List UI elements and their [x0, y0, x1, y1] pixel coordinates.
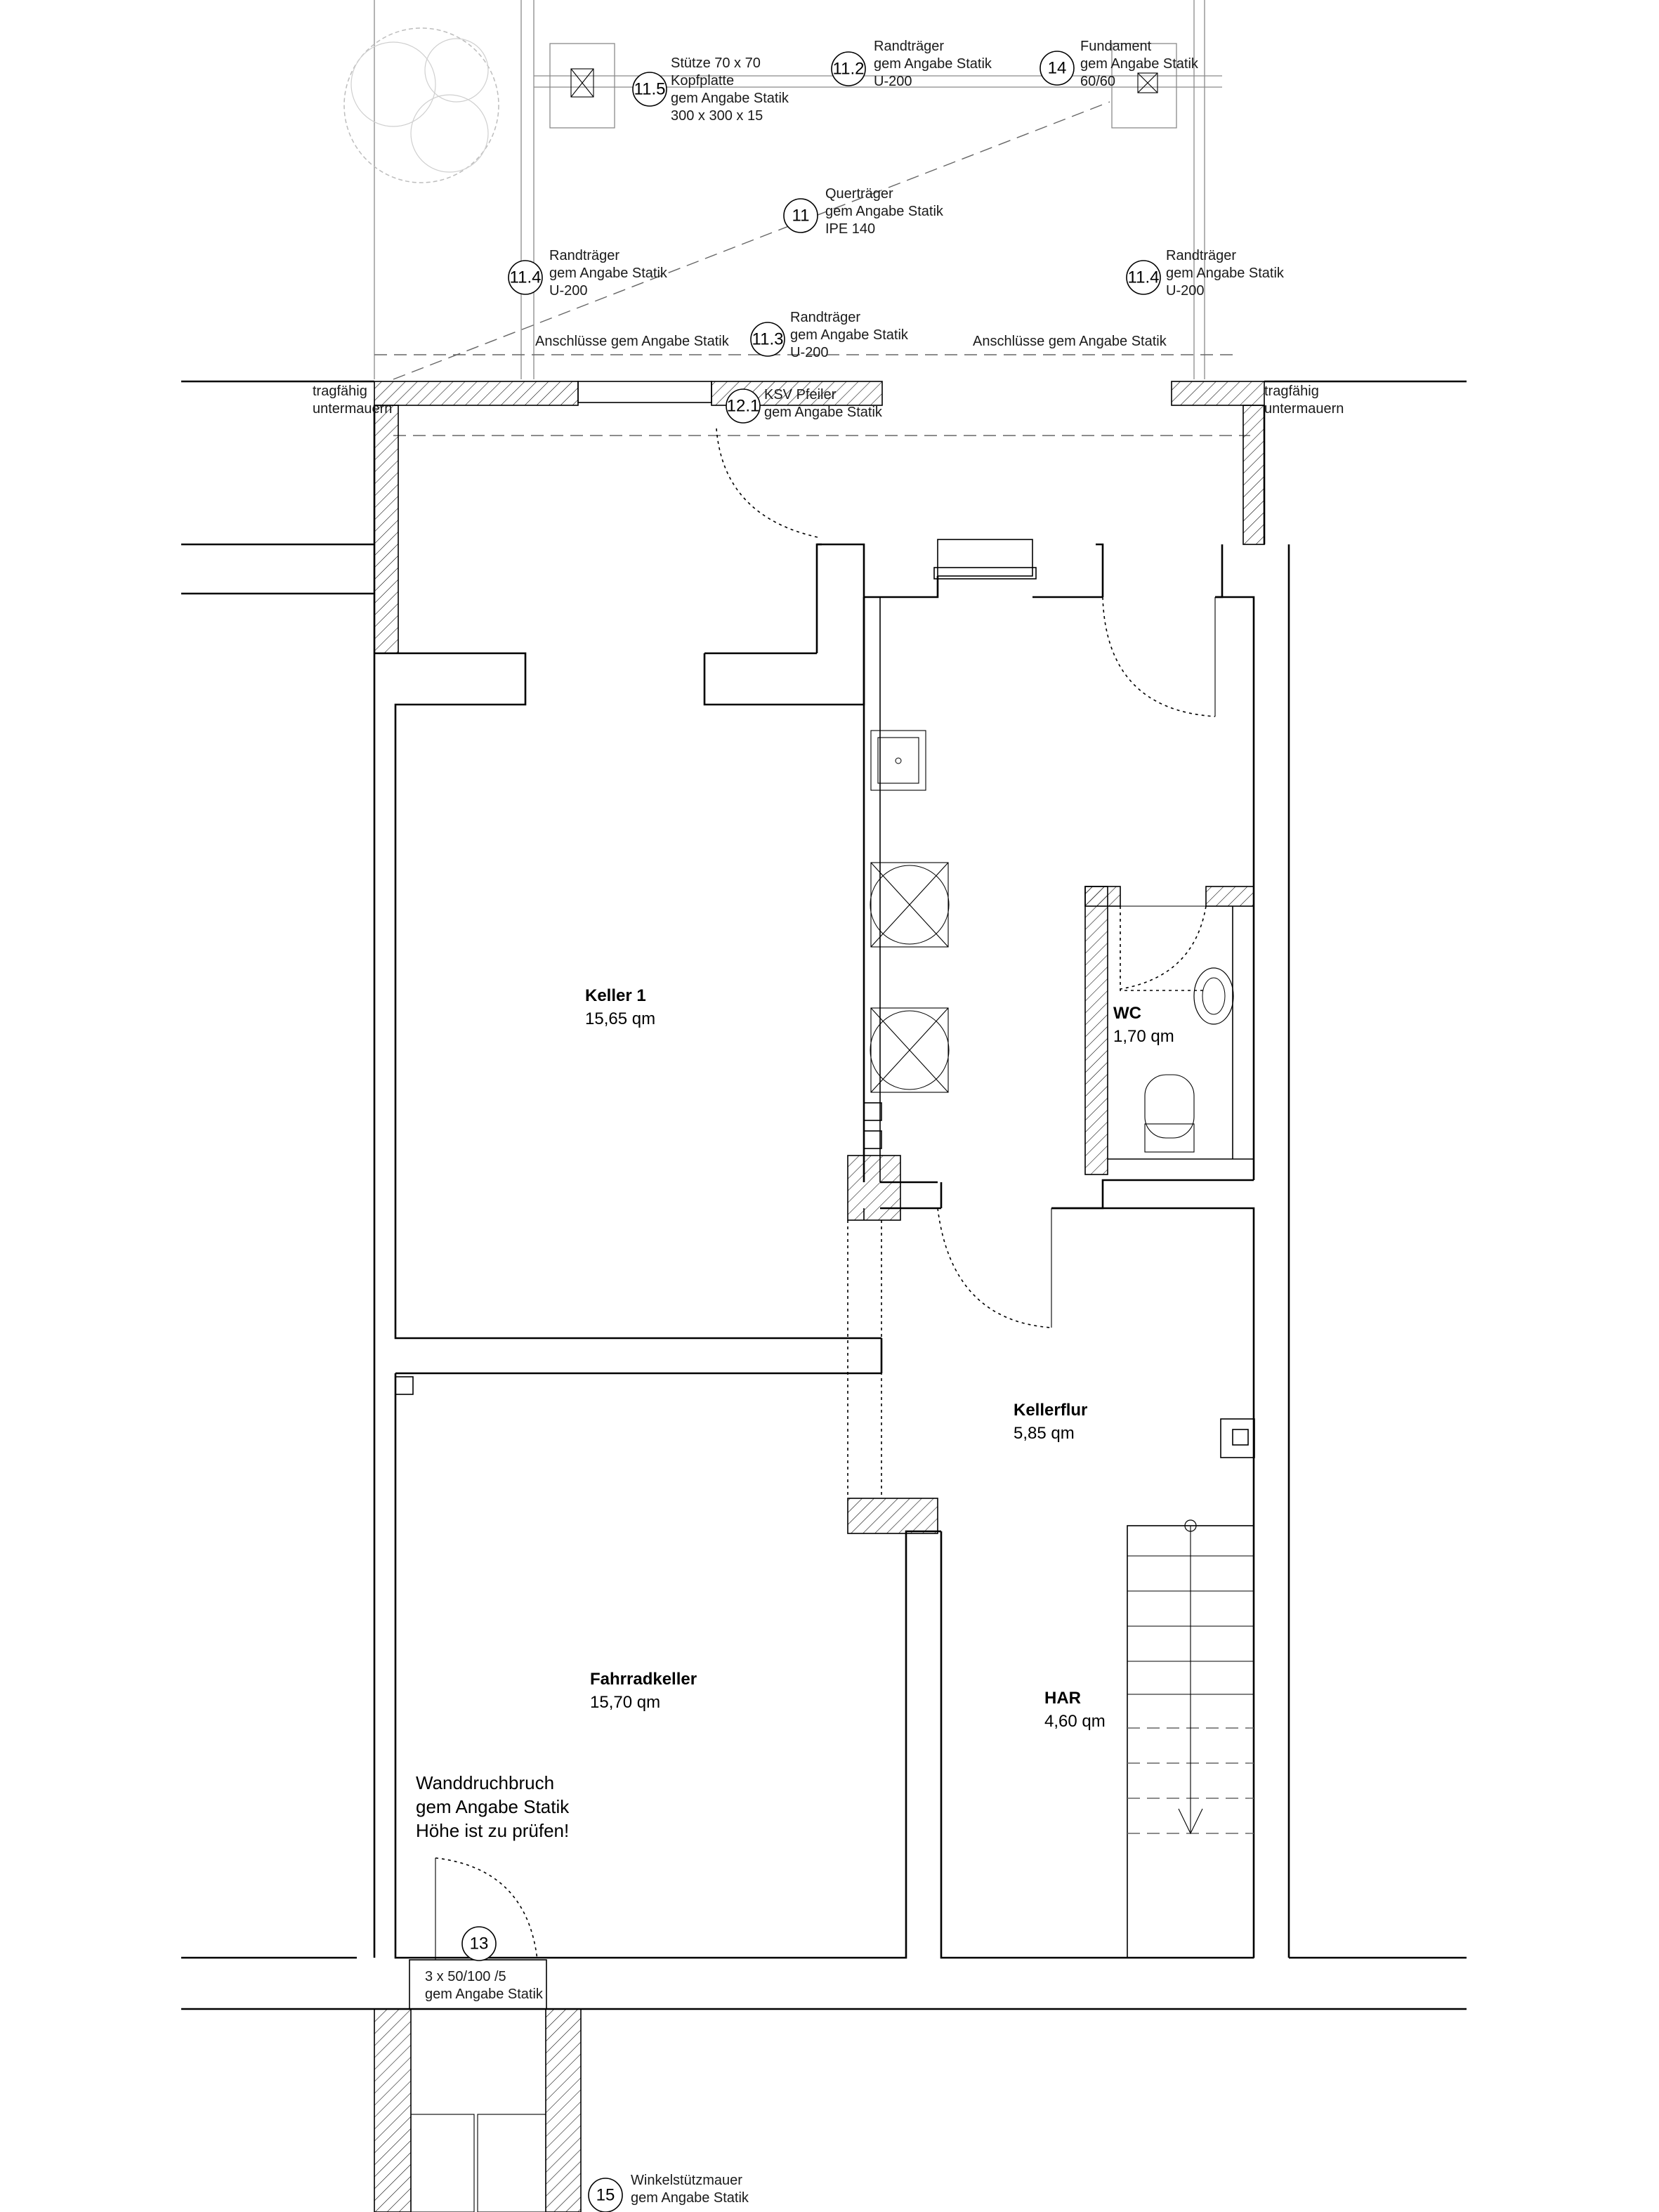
room-fahrradkeller: Fahrradkeller 15,70 qm — [590, 1670, 697, 1712]
room-har: HAR 4,60 qm — [1044, 1689, 1106, 1731]
label-tragfaehig-left-1: tragfähig — [313, 384, 367, 399]
annotation-line: 300 x 300 x 15 — [671, 108, 763, 124]
annotation-line: gem Angabe Statik — [425, 1987, 544, 2002]
annotation-line: gem Angabe Statik — [671, 91, 789, 106]
annotation-line: Randträger — [790, 310, 860, 325]
room-name-har: HAR — [1044, 1689, 1081, 1708]
annotation-number: 15 — [596, 2186, 615, 2205]
annotation-line: U-200 — [790, 345, 828, 360]
room-wc: WC 1,70 qm — [1113, 1004, 1174, 1046]
annotation-line: U-200 — [1166, 283, 1204, 299]
annotation-line: Randträger — [549, 248, 619, 263]
room-area-kellerflur: 5,85 qm — [1014, 1424, 1075, 1443]
annotation-line: 60/60 — [1080, 74, 1115, 89]
annotation-13: 13 3 x 50/100 /5 gem Angabe Statik — [425, 1926, 544, 2002]
annotation-15: 15 Winkelstützmauer gem Angabe Statik — [588, 2173, 749, 2212]
annotation-12-1: 12.1 KSV Pfeiler gem Angabe Statik — [726, 387, 883, 424]
annotation-14: 14 Fundament gem Angabe Statik 60/60 — [1040, 39, 1199, 89]
annotation-line: gem Angabe Statik — [631, 2190, 749, 2206]
annotation-line: Stütze 70 x 70 — [671, 55, 761, 71]
label-anschluesse-right: Anschlüsse gem Angabe Statik — [973, 334, 1167, 349]
annotation-number: 13 — [470, 1935, 489, 1954]
annotation-11-2: 11.2 Randträger gem Angabe Statik U-200 — [831, 39, 992, 89]
annotation-number: 11.4 — [510, 268, 542, 287]
room-name-keller1: Keller 1 — [585, 986, 646, 1005]
annotation-11-5: 11.5 Stütze 70 x 70 Kopfplatte gem Angab… — [632, 55, 789, 124]
building-walls — [181, 380, 1467, 2212]
annotation-11-4-right: 11.4 Randträger gem Angabe Statik U-200 — [1126, 248, 1285, 299]
annotation-line: Randträger — [874, 39, 944, 54]
annotation-line: U-200 — [874, 74, 912, 89]
annotation-line: gem Angabe Statik — [764, 405, 883, 420]
room-name-kellerflur: Kellerflur — [1014, 1401, 1087, 1420]
annotation-line: Querträger — [825, 186, 893, 202]
label-anschluesse-left: Anschlüsse gem Angabe Statik — [535, 334, 730, 349]
annotation-line: IPE 140 — [825, 221, 875, 237]
annotation-line: Randträger — [1166, 248, 1236, 263]
note-wanddurchbruch-1: Wanddruchbruch — [416, 1772, 554, 1793]
annotation-line: gem Angabe Statik — [1080, 56, 1199, 72]
annotation-line: Kopfplatte — [671, 73, 734, 89]
room-name-fahrradkeller: Fahrradkeller — [590, 1670, 697, 1689]
annotation-line: 3 x 50/100 /5 — [425, 1969, 506, 1984]
annotation-line: gem Angabe Statik — [790, 327, 909, 343]
room-area-fahrradkeller: 15,70 qm — [590, 1693, 660, 1712]
label-tragfaehig-right-2: untermauern — [1264, 401, 1344, 417]
room-area-har: 4,60 qm — [1044, 1712, 1106, 1731]
annotation-11: 11 Querträger gem Angabe Statik IPE 140 — [783, 186, 944, 237]
annotation-number: 12.1 — [727, 397, 760, 416]
label-tragfaehig-right-1: tragfähig — [1264, 384, 1319, 399]
room-area-keller1: 15,65 qm — [585, 1009, 655, 1028]
tree-icon — [343, 27, 499, 183]
label-tragfaehig-left-2: untermauern — [313, 401, 392, 417]
annotation-number: 14 — [1048, 59, 1067, 78]
annotation-11-4-left: 11.4 Randträger gem Angabe Statik U-200 — [508, 248, 668, 299]
annotation-line: Fundament — [1080, 39, 1152, 54]
note-wanddurchbruch-3: Höhe ist zu prüfen! — [416, 1820, 569, 1841]
annotation-line: gem Angabe Statik — [874, 56, 992, 72]
annotation-line: gem Angabe Statik — [549, 266, 668, 281]
annotation-line: Winkelstützmauer — [631, 2173, 742, 2188]
annotation-line: gem Angabe Statik — [1166, 266, 1285, 281]
annotation-number: 11 — [792, 207, 810, 225]
note-wanddurchbruch-2: gem Angabe Statik — [416, 1796, 570, 1817]
annotation-line: gem Angabe Statik — [825, 204, 944, 219]
room-name-wc: WC — [1113, 1004, 1141, 1023]
annotation-number: 11.2 — [833, 60, 865, 79]
annotation-11-3: 11.3 Randträger gem Angabe Statik U-200 — [750, 310, 909, 360]
annotation-number: 11.3 — [752, 330, 784, 349]
annotation-number: 11.5 — [634, 80, 666, 99]
room-area-wc: 1,70 qm — [1113, 1027, 1174, 1046]
annotation-line: KSV Pfeiler — [764, 387, 837, 403]
room-keller1: Keller 1 15,65 qm — [585, 986, 655, 1028]
room-kellerflur: Kellerflur 5,85 qm — [1014, 1401, 1087, 1443]
annotation-number: 11.4 — [1128, 268, 1160, 287]
annotation-line: U-200 — [549, 283, 587, 299]
